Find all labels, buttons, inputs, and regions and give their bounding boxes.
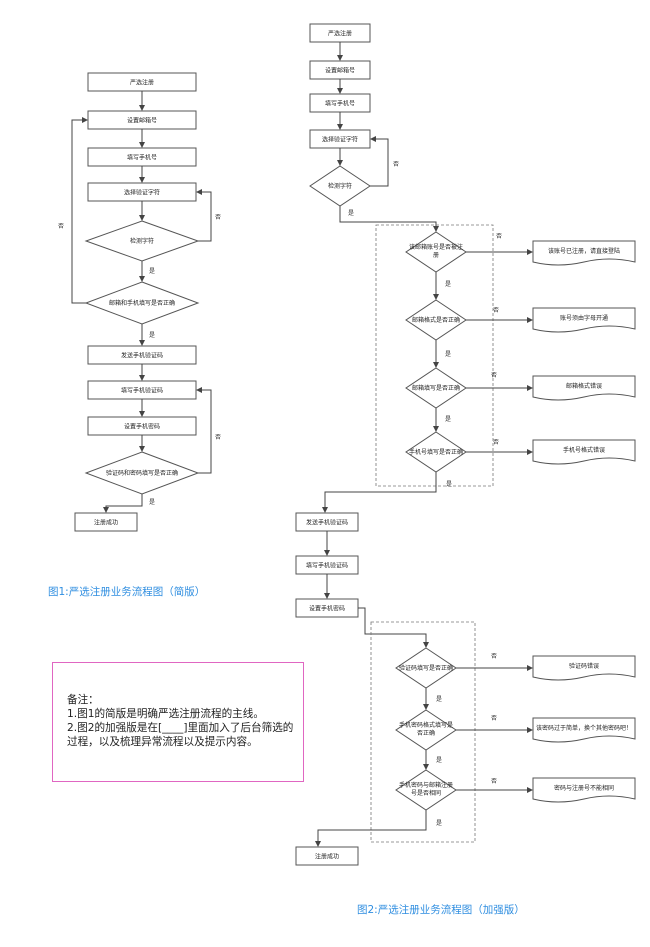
fig2-yes-label-d5: 是	[436, 696, 442, 703]
fig2-no-label-d5: 否	[491, 653, 497, 660]
fig1-no-label-3: 否	[215, 434, 221, 441]
fig2-decision-registered-label-2: 册	[433, 252, 439, 259]
fig1-fill-code-label: 填写手机验证码	[121, 387, 163, 395]
fig1-yes-label-1: 是	[149, 268, 155, 275]
fig1-done-node	[74, 512, 138, 532]
figure-1: 严选注册 设置邮箱号 填写手机号 选择验证字符 检测字符 邮箱和手机填写是否正确…	[48, 72, 221, 598]
fig2-check-captcha-label: 检测字符	[328, 182, 352, 190]
fig2-result-email-format-error	[532, 375, 636, 401]
fig2-no-label-d6: 否	[491, 715, 497, 722]
note-box: 备注： 1.图1的简版是明确严选注册流程的主线。 2.图2的加强版是在[____…	[52, 662, 304, 782]
fig2-yes-label-d2: 是	[445, 351, 451, 358]
fig2-result-code-error	[532, 655, 636, 681]
fig2-no-label-d7: 否	[491, 778, 497, 785]
fig2-decision-pwd-same-label-2: 号是否相同	[411, 789, 441, 797]
fig2-fill-code-label: 填写手机验证码	[306, 562, 348, 570]
fig2-send-code-label: 发送手机验证码	[306, 519, 348, 527]
fig2-result-pwd-too-simple	[532, 717, 636, 743]
fig1-captcha-label: 选择验证字符	[124, 189, 160, 197]
fig1-phone-label: 填写手机号	[127, 154, 157, 162]
fig2-result-letter-start	[532, 307, 636, 333]
fig2-yes-label-d1: 是	[445, 281, 451, 288]
fig1-set-password-label: 设置手机密码	[124, 423, 160, 431]
fig2-result-code-error-label: 验证码错误	[569, 662, 599, 670]
fig1-done-label: 注册成功	[94, 519, 118, 527]
fig2-yes-label-d3: 是	[445, 416, 451, 423]
fig1-yes-label-3: 是	[149, 499, 155, 506]
fig2-start-label: 严选注册	[328, 30, 352, 38]
fig2-phone-label: 填写手机号	[325, 100, 355, 108]
fig2-backend-check-group-1	[375, 224, 494, 487]
fig2-captcha-label: 选择验证字符	[322, 136, 358, 144]
fig1-check-captcha-label: 检测字符	[130, 237, 154, 245]
fig2-yes-label-d6: 是	[436, 757, 442, 764]
fig2-decision-code-label: 验证码填写是否正确	[399, 664, 453, 672]
fig2-decision-registered-label-1: 该邮箱账号是否被注	[409, 243, 463, 251]
fig2-no-label-d1: 否	[496, 233, 502, 240]
fig2-decision-pwd-format-label-2: 否正确	[417, 729, 435, 737]
fig2-no-label-captcha: 否	[393, 161, 399, 168]
fig1-caption: 图1:严选注册业务流程图（简版）	[48, 585, 205, 598]
fig2-email-label: 设置邮箱号	[325, 67, 355, 75]
fig2-done-node	[295, 846, 359, 866]
fig2-decision-pwd-same-label-1: 手机密码与邮箱注册	[399, 781, 453, 789]
fig2-no-label-d3: 否	[491, 372, 497, 379]
fig1-email-label: 设置邮箱号	[127, 117, 157, 125]
fig1-no-label-1: 否	[215, 214, 221, 221]
fig2-result-pwd-too-simple-label: 该密码过于简单，换个其他密码吧！	[536, 724, 632, 732]
fig2-yes-label-d4: 是	[446, 481, 452, 488]
fig2-decision-email-fill-label: 邮箱填写是否正确	[412, 384, 460, 392]
fig1-start-label: 严选注册	[130, 79, 154, 87]
fig2-caption: 图2:严选注册业务流程图（加强版）	[357, 903, 525, 916]
fig1-check-email-phone-label: 邮箱和手机填写是否正确	[109, 299, 175, 307]
fig1-yes-label-2: 是	[149, 332, 155, 339]
fig2-set-password-label: 设置手机密码	[309, 605, 345, 613]
note-line-1: 1.图1的简版是明确严选注册流程的主线。	[67, 708, 264, 720]
fig2-result-pwd-same-label: 密码与注册号不能相同	[554, 784, 614, 792]
fig2-decision-email-format-label: 邮箱格式是否正确	[412, 316, 460, 324]
fig2-yes-label-captcha: 是	[348, 210, 354, 217]
fig2-result-pwd-same	[532, 777, 636, 803]
fig2-done-label: 注册成功	[315, 853, 339, 861]
fig2-result-phone-format-error	[532, 439, 636, 465]
fig1-send-code-label: 发送手机验证码	[121, 352, 163, 360]
fig1-check-code-pwd-label: 验证码和密码填写是否正确	[106, 469, 178, 477]
fig2-no-label-d2: 否	[493, 307, 499, 314]
note-title: 备注：	[67, 694, 99, 706]
fig2-backend-check-group-2	[370, 621, 476, 843]
note-line-2: 2.图2的加强版是在[____]里面加入了后台筛选的过程，以及梳理异常流程以及提…	[67, 722, 294, 748]
fig2-result-letter-start-label: 账号须由字母开通	[560, 314, 608, 322]
fig2-result-already-registered	[532, 240, 636, 266]
figure-2: 严选注册 设置邮箱号 填写手机号 选择验证字符 检测字符 否 是 该邮箱账号是否…	[295, 23, 636, 916]
fig2-decision-phone-fill-label: 手机号填写是否正确	[409, 448, 463, 456]
fig2-result-phone-format-error-label: 手机号格式错误	[563, 446, 605, 454]
fig2-result-already-registered-label: 该账号已注册，请直接登陆	[548, 247, 620, 255]
fig2-decision-pwd-format-label-1: 手机密码格式填写是	[399, 721, 453, 729]
fig2-no-label-d4: 否	[493, 439, 499, 446]
fig1-no-label-2: 否	[58, 223, 64, 230]
fig2-result-email-format-error-label: 邮箱格式错误	[566, 382, 602, 390]
fig2-yes-label-d7: 是	[436, 820, 442, 827]
